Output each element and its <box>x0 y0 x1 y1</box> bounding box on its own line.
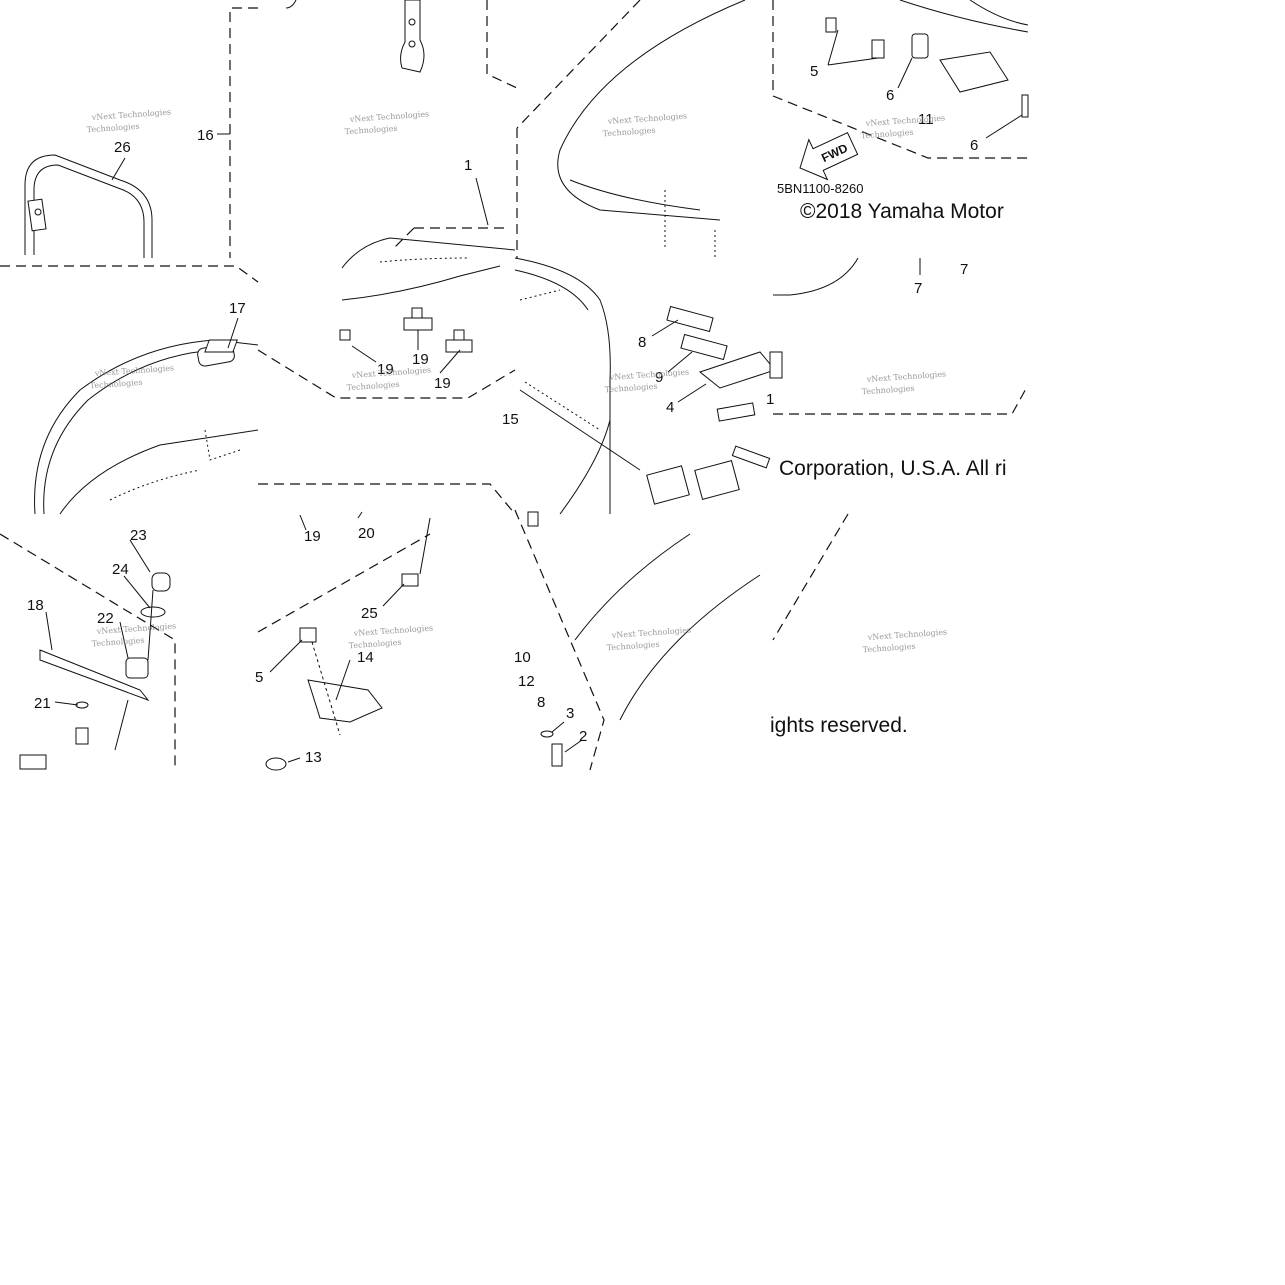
top-curve <box>285 0 297 9</box>
watermark-text: Technologies <box>604 382 657 395</box>
watermark-text: vNext Technologies <box>607 111 688 126</box>
watermark-text: vNext Technologies <box>349 109 430 124</box>
label-26: 26 <box>114 139 131 156</box>
watermark-text: Technologies <box>91 636 144 649</box>
watermark-text: vNext Technologies <box>611 625 692 640</box>
mount-bracket-top <box>400 0 425 73</box>
label-6-a: 6 <box>886 87 894 104</box>
copyright-line-3: ights reserved. <box>770 714 908 737</box>
group-outlines <box>0 0 1029 771</box>
label-19-b: 19 <box>412 351 429 368</box>
fasteners <box>19 17 1029 771</box>
label-8-a: 8 <box>638 334 646 351</box>
label-16: 16 <box>197 127 214 144</box>
label-25: 25 <box>361 605 378 622</box>
watermark-text: Technologies <box>860 128 913 141</box>
watermark-text: Technologies <box>606 640 659 653</box>
label-20: 20 <box>358 525 375 542</box>
label-17: 17 <box>229 300 246 317</box>
backrest-frame-26 <box>24 154 153 258</box>
label-13: 13 <box>305 749 322 766</box>
front-seat-right <box>557 0 1029 296</box>
label-4: 4 <box>666 399 674 416</box>
watermark-text: Technologies <box>861 384 914 397</box>
watermark-text: vNext Technologies <box>91 107 172 122</box>
label-15: 15 <box>502 411 519 428</box>
watermark-text: vNext Technologies <box>866 369 947 384</box>
label-1: 1 <box>464 157 472 174</box>
watermark-text: vNext Technologies <box>867 627 948 642</box>
copyright-line-1: ©2018 Yamaha Motor <box>800 200 1004 223</box>
label-5-b: 5 <box>255 669 263 686</box>
label-7-a: 7 <box>914 280 922 297</box>
label-12: 12 <box>518 673 535 690</box>
fwd-arrow: FWD <box>799 131 859 181</box>
label-8-b: 8 <box>537 694 545 711</box>
label-5-a: 5 <box>810 63 818 80</box>
label-22: 22 <box>97 610 114 627</box>
label-23: 23 <box>130 527 147 544</box>
label-6-b: 6 <box>970 137 978 154</box>
label-24: 24 <box>112 561 129 578</box>
diagram-code: 5BN1100-8260 <box>777 181 864 196</box>
label-11: 11 <box>918 111 934 128</box>
label-19-a: 19 <box>377 361 394 378</box>
watermark-text: vNext Technologies <box>609 367 690 382</box>
part-number-labels: 16 26 1 17 19 19 19 19 20 15 8 9 4 1 5 6… <box>27 63 978 766</box>
label-10: 10 <box>514 649 531 666</box>
label-9: 9 <box>655 369 663 386</box>
leader-lines <box>45 29 1023 763</box>
seat-shell-1 <box>341 237 641 515</box>
label-3: 3 <box>566 705 574 722</box>
watermark-text: vNext Technologies <box>353 623 434 638</box>
watermark-text: Technologies <box>862 642 915 655</box>
watermark-text: Technologies <box>89 378 142 391</box>
bottom-seat-lines <box>574 533 761 721</box>
label-7-b: 7 <box>960 261 968 278</box>
label-1-b: 1 <box>766 391 774 408</box>
label-21: 21 <box>34 695 51 712</box>
label-18: 18 <box>27 597 44 614</box>
watermark-text: Technologies <box>602 126 655 139</box>
label-2: 2 <box>579 728 587 745</box>
label-19-c: 19 <box>434 375 451 392</box>
label-14: 14 <box>357 649 374 666</box>
copyright-line-2: Corporation, U.S.A. All ri <box>779 457 1007 480</box>
watermark-text: Technologies <box>348 638 401 651</box>
copyright-block: 5BN1100-8260 ©2018 Yamaha Motor Corporat… <box>770 181 1007 737</box>
label-19-d: 19 <box>304 528 321 545</box>
watermark-text: Technologies <box>86 122 139 135</box>
watermark-text: Technologies <box>346 380 399 393</box>
watermark-text: vNext Technologies <box>94 363 175 378</box>
watermark-text: Technologies <box>344 124 397 137</box>
